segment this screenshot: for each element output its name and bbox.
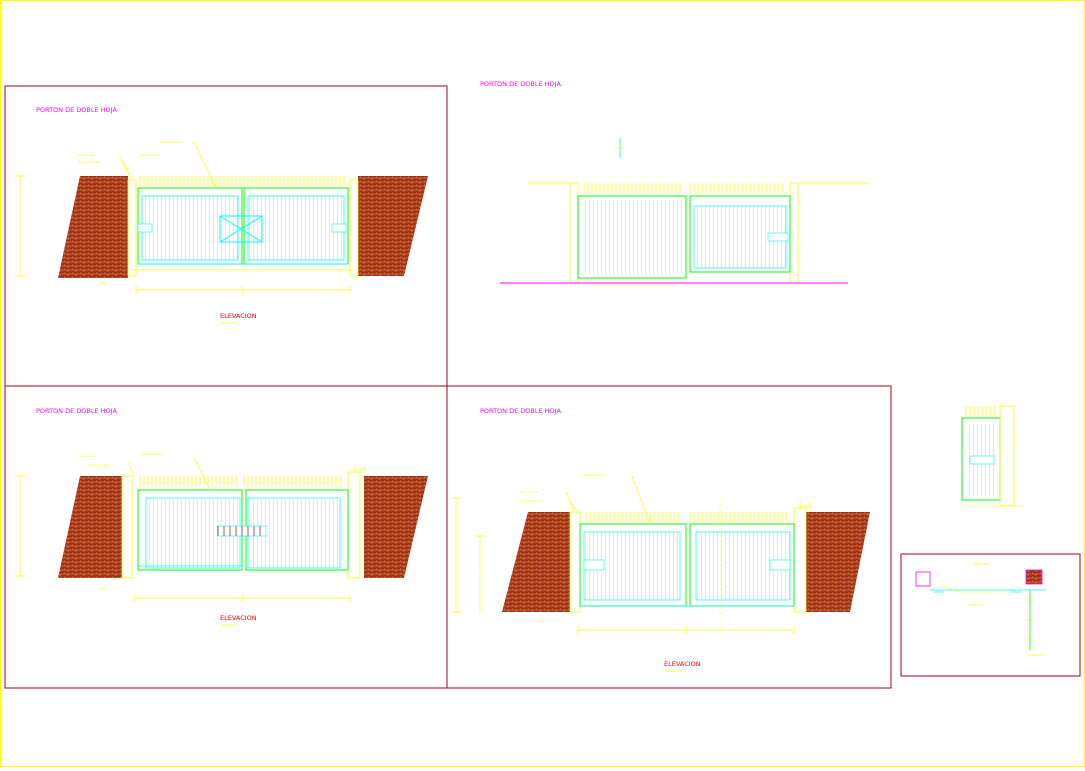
svg-text:Platina de acero: Platina de acero [142,452,163,456]
svg-text:Tubo: Tubo [100,587,106,591]
frame-detail [900,553,1081,677]
svg-text:Tubo: Tubo [100,281,106,285]
section-marker-4-right: 1 [880,557,884,564]
brick-pier-right [358,176,428,276]
svg-text:Tubo de acero: Tubo de acero [78,454,97,458]
gate-post-left [127,179,137,277]
brick-pier-left [58,176,128,278]
section-marker-3-right: 1 [436,523,440,530]
section-marker-4-bottom: 2 [708,645,712,652]
detail-cut-2: CORTE 2 - 2 [1028,653,1044,657]
detail-box: DETALLES CORTE 1 - 1 CORTE 2 - 2 [915,562,1046,657]
svg-text:Angulo de acero: Angulo de acero [78,160,100,164]
section-marker-1-right: 1 [436,223,440,230]
frame-panel-4 [446,385,892,689]
svg-text:Angulo de acero: Angulo de acero [88,463,110,467]
panel-1-caption: ELEVACION [220,312,257,320]
panel-3-scale: Escala 1/20 [222,623,238,627]
panel-3-title: PORTON DE DOBLE HOJA [36,407,117,415]
detail-cut-1: CORTE 1 - 1 [968,603,984,607]
detail-title: DETALLES [974,562,987,566]
svg-text:Tubo: Tubo [538,619,544,623]
panel-1-title: PORTON DE DOBLE HOJA [36,106,117,114]
gate-post-right [349,179,359,277]
side-detail [961,405,1024,507]
panel-1: PORTON DE DOBLE HOJA Tubo de acero Angul… [16,106,441,325]
svg-text:Tubo de acero: Tubo de acero [520,490,539,494]
svg-text:Tubo de acero: Tubo de acero [78,153,97,157]
picket-tops [139,176,345,186]
svg-text:Platina de acero: Platina de acero [160,140,181,144]
panel-3-caption: ELEVACION [220,614,257,622]
gate-center-panel [219,215,263,243]
section-marker-4-top: 2 [708,483,712,490]
panel-2: PORTON DE DOBLE HOJA [480,80,870,284]
panel-3: PORTON DE DOBLE HOJA Tubo de acero Angul… [16,407,441,627]
section-marker-4-left: 1 [488,561,492,568]
panel-4-scale: Escala 1/20 [666,669,682,673]
section-marker-1-left: 1 [40,224,44,231]
svg-text:Platina de acero: Platina de acero [140,153,161,157]
panel-1-scale: Escala 1/20 [222,321,238,325]
panel-4-title: PORTON DE DOBLE HOJA [480,407,561,415]
section-marker-3-left: 1 [44,522,48,529]
panel-2-title: PORTON DE DOBLE HOJA [480,80,561,88]
panel-4: PORTON DE DOBLE HOJA Tubo de acero Angul… [452,407,885,673]
svg-text:Platina de acero: Platina de acero [584,473,605,477]
svg-text:Angulo de acero: Angulo de acero [520,499,542,503]
panel-4-caption: ELEVACION [664,660,701,668]
